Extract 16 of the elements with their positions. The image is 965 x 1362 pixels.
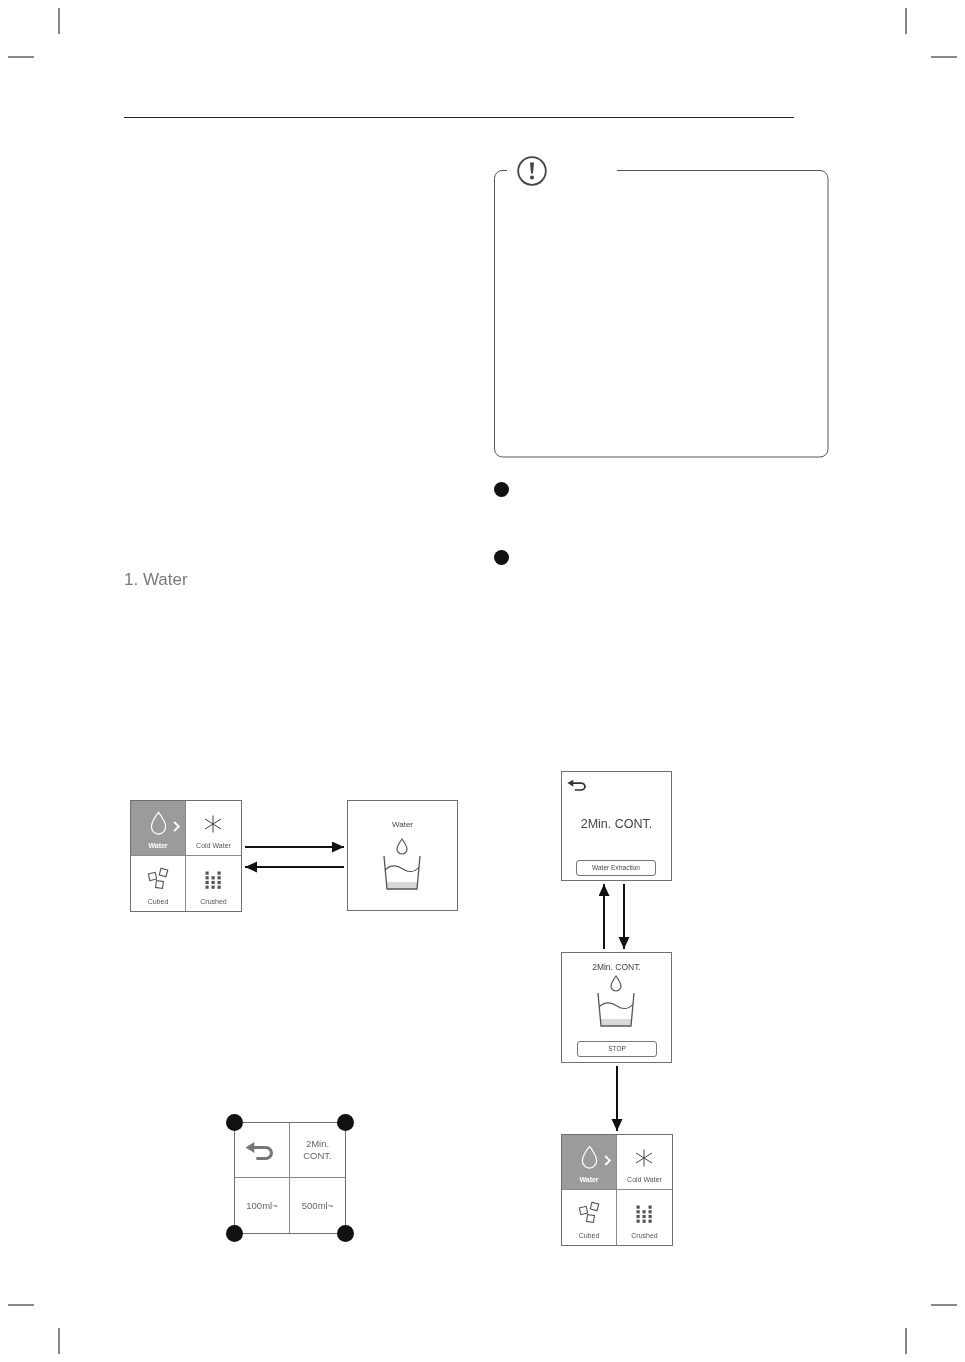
arrow bbox=[618, 883, 630, 950]
section-heading: 1. Water bbox=[124, 570, 188, 590]
arrow bbox=[611, 1065, 623, 1132]
display-screen bbox=[561, 952, 672, 1063]
display-screen bbox=[347, 800, 458, 911]
screen-title: Water bbox=[390, 819, 414, 830]
mode-text: 2Min. CONT. bbox=[591, 962, 642, 974]
arrow bbox=[244, 841, 345, 853]
menu-screen bbox=[561, 1134, 673, 1246]
arrow bbox=[244, 861, 345, 873]
option-screen bbox=[234, 1122, 346, 1234]
arrow bbox=[598, 883, 610, 950]
mode-text: 2Min. CONT. bbox=[579, 817, 654, 833]
back-button bbox=[235, 1123, 290, 1178]
menu-screen bbox=[130, 800, 242, 912]
display-screen bbox=[561, 771, 672, 881]
